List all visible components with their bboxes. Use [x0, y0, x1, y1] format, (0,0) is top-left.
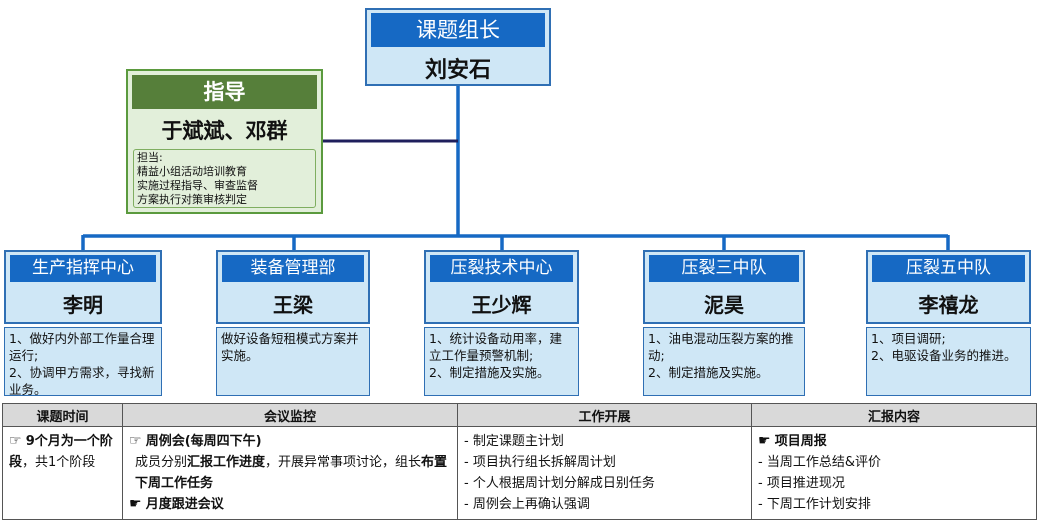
dept-title: 压裂三中队 — [649, 255, 799, 282]
dept-box-team-3: 压裂三中队 泥昊 — [643, 250, 805, 324]
guide-name: 于斌斌、邓群 — [161, 119, 288, 143]
leader-name: 刘安石 — [424, 58, 491, 83]
meeting-desc: 成员分别 — [135, 455, 188, 470]
hand-pointer-icon: ☛ — [129, 496, 142, 512]
guide-title: 指导 — [132, 75, 317, 109]
report-item: - 项目推进现况 — [758, 476, 845, 491]
work-item: - 周例会上再确认强调 — [464, 497, 590, 512]
dept-tasks-team-5: 1、项目调研;2、电驱设备业务的推进。 — [866, 327, 1031, 396]
dept-title: 装备管理部 — [222, 255, 364, 282]
table-row: ☞ 9个月为一个阶段，共1个阶段 ☞ 周例会(每周四下午) 成员分别汇报工作进度… — [2, 426, 1037, 520]
meeting-cell: ☞ 周例会(每周四下午) 成员分别汇报工作进度，开展异常事项讨论，组长布置下周工… — [122, 426, 458, 520]
guide-duty: 担当: — [137, 151, 163, 164]
guide-duty: 实施过程指导、审查监督 — [137, 179, 258, 192]
guide-duties: 担当: 精益小组活动培训教育 实施过程指导、审查监督 方案执行对策审核判定 — [133, 149, 316, 208]
dept-box-production: 生产指挥中心 李明 — [4, 250, 162, 324]
period-cell: ☞ 9个月为一个阶段，共1个阶段 — [2, 426, 123, 520]
dept-tasks-team-3: 1、油电混动压裂方案的推动;2、制定措施及实施。 — [643, 327, 805, 396]
work-item: - 项目执行组长拆解周计划 — [464, 455, 616, 470]
monthly-meeting-title: 月度跟进会议 — [145, 497, 224, 512]
period-bold: 9个月为一个阶段 — [9, 434, 113, 470]
report-title: 项目周报 — [774, 434, 827, 449]
dept-title: 压裂五中队 — [872, 255, 1025, 282]
meeting-desc-bold: 汇报工作进度 — [187, 455, 266, 470]
dept-title: 生产指挥中心 — [10, 255, 156, 282]
dept-member-name: 泥昊 — [704, 293, 744, 317]
meeting-desc-bold: 布置下周工作任务 — [135, 455, 448, 491]
work-cell: - 制定课题主计划 - 项目执行组长拆解周计划 - 个人根据周计划分解成日别任务… — [457, 426, 752, 520]
table-header-row: 课题时间 会议监控 工作开展 汇报内容 — [2, 403, 1037, 427]
guide-box: 指导 于斌斌、邓群 担当: 精益小组活动培训教育 实施过程指导、审查监督 方案执… — [126, 69, 323, 214]
meeting-desc: ，开展异常事项讨论，组长 — [265, 455, 422, 470]
dept-tasks-fracturing-tech: 1、统计设备动用率，建立工作量预警机制;2、制定措施及实施。 — [424, 327, 579, 396]
header-work: 工作开展 — [457, 403, 752, 427]
header-report: 汇报内容 — [751, 403, 1037, 427]
weekly-meeting-title: 周例会(每周四下午) — [145, 434, 262, 449]
hand-pointer-icon: ☛ — [758, 433, 771, 449]
report-item: - 当周工作总结&评价 — [758, 455, 881, 470]
guide-duty: 精益小组活动培训教育 — [137, 165, 247, 178]
header-meeting: 会议监控 — [122, 403, 458, 427]
header-period: 课题时间 — [2, 403, 123, 427]
period-rest: ，共1个阶段 — [22, 455, 96, 470]
hand-pointer-icon: ☞ — [129, 433, 142, 449]
dept-member-name: 王梁 — [273, 293, 313, 317]
plan-table: 课题时间 会议监控 工作开展 汇报内容 ☞ 9个月为一个阶段，共1个阶段 ☞ 周… — [2, 403, 1037, 520]
dept-box-equipment: 装备管理部 王梁 — [216, 250, 370, 324]
work-item: - 制定课题主计划 — [464, 434, 564, 449]
dept-tasks-equipment: 做好设备短租模式方案并实施。 — [216, 327, 370, 396]
leader-box: 课题组长 刘安石 — [365, 8, 551, 86]
dept-member-name: 王少辉 — [471, 293, 532, 317]
dept-title: 压裂技术中心 — [430, 255, 573, 282]
report-cell: ☛ 项目周报 - 当周工作总结&评价 - 项目推进现况 - 下周工作计划安排 — [751, 426, 1037, 520]
work-item: - 个人根据周计划分解成日别任务 — [464, 476, 655, 491]
dept-member-name: 李禧龙 — [918, 293, 979, 317]
report-item: - 下周工作计划安排 — [758, 497, 871, 512]
guide-duty: 方案执行对策审核判定 — [137, 193, 247, 206]
leader-title: 课题组长 — [371, 13, 545, 47]
hand-pointer-icon: ☞ — [9, 433, 22, 449]
dept-box-fracturing-tech: 压裂技术中心 王少辉 — [424, 250, 579, 324]
dept-member-name: 李明 — [63, 293, 103, 317]
dept-box-team-5: 压裂五中队 李禧龙 — [866, 250, 1031, 324]
dept-tasks-production: 1、做好内外部工作量合理运行;2、协调甲方需求，寻找新业务。 — [4, 327, 162, 397]
